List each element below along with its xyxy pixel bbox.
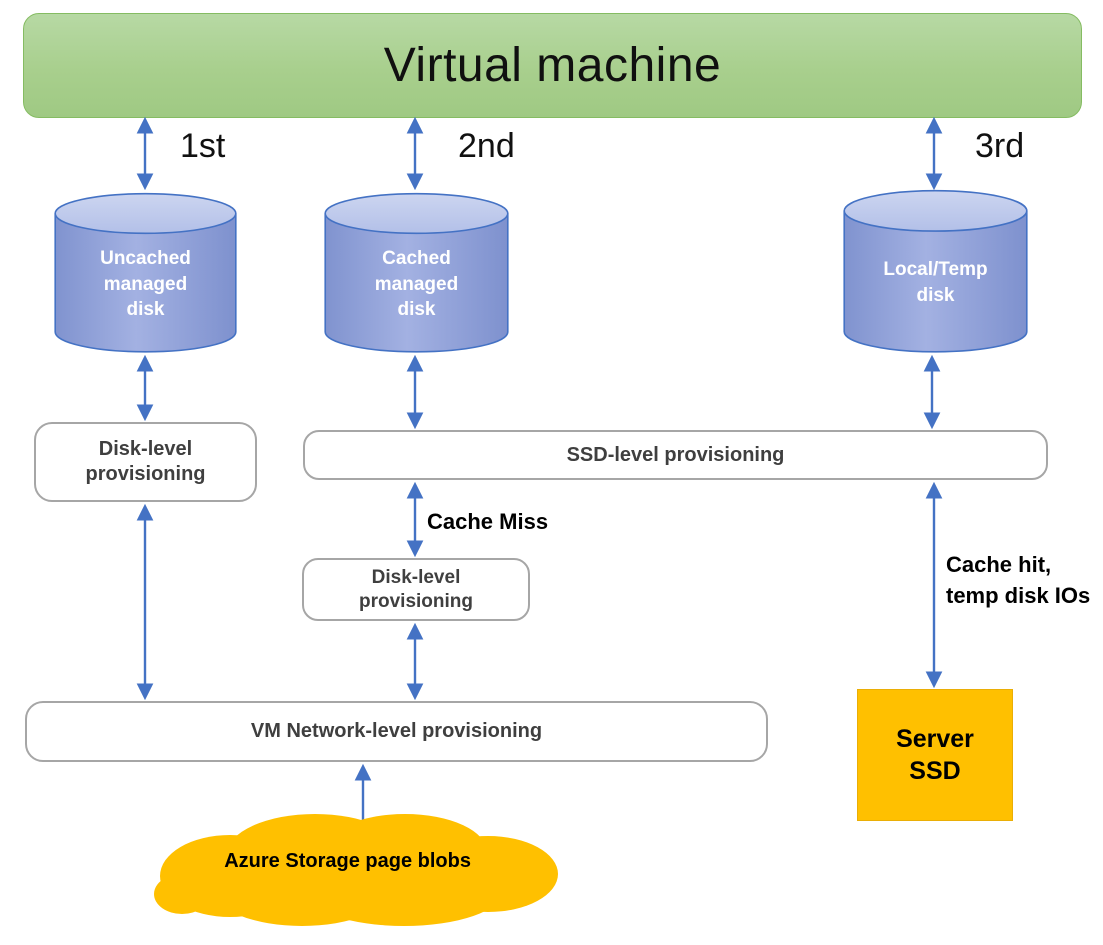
disk-cylinder-cached: Cached managed disk — [324, 192, 509, 353]
box-disk-level-provisioning-middle: Disk-level provisioning — [302, 558, 530, 621]
order-label-2nd: 2nd — [458, 127, 515, 165]
order-label-3rd: 3rd — [975, 127, 1025, 165]
box-vm-network-level-provisioning: VM Network-level provisioning — [25, 701, 768, 762]
box-disk-level-provisioning-left: Disk-level provisioning — [34, 422, 257, 502]
azure-storage-cloud: Azure Storage page blobs — [152, 806, 564, 934]
disk-label-uncached: Uncached managed disk — [100, 248, 191, 321]
disk-cylinder-uncached: Uncached managed disk — [54, 192, 237, 353]
server-ssd-box: Server SSD — [857, 689, 1013, 821]
cylinder-graphic — [843, 189, 1028, 353]
cloud-label: Azure Storage page blobs — [224, 850, 471, 872]
cylinder-graphic — [324, 192, 509, 353]
cylinder-graphic — [54, 192, 237, 353]
disk-label-localtemp: Local/Temp disk — [883, 259, 988, 306]
box-ssd-level-provisioning: SSD-level provisioning — [303, 430, 1048, 480]
cloud-shape — [154, 814, 558, 926]
annotation-cache-hit: Cache hit, temp disk IOs — [946, 552, 1091, 609]
order-label-1st: 1st — [180, 127, 226, 165]
disk-cylinder-localtemp: Local/Temp disk — [843, 189, 1028, 353]
virtual-machine-box: Virtual machine — [23, 13, 1082, 118]
virtual-machine-label: Virtual machine — [383, 39, 722, 92]
disk-label-cached: Cached managed disk — [374, 248, 459, 321]
annotation-cache-miss: Cache Miss — [427, 509, 549, 534]
